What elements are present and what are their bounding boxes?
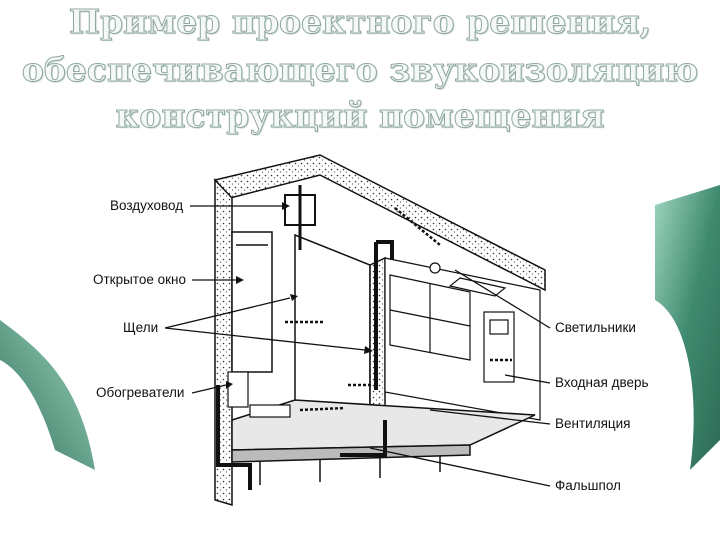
green-swoosh-right: [655, 185, 720, 470]
label-gaps: Щели: [123, 320, 159, 335]
title-line-2: обеспечивающего звукоизоляцию: [21, 50, 699, 90]
green-swoosh-left: [0, 320, 95, 470]
label-entrance-door: Входная дверь: [555, 375, 649, 390]
label-open-window: Открытое окно: [93, 272, 186, 287]
floor-vent-duct: [216, 385, 387, 490]
arrowheads: [226, 202, 373, 389]
label-lamps: Светильники: [555, 320, 636, 335]
title-line-3: конструкций помещения: [115, 96, 605, 136]
pointer-arrows: [164, 205, 551, 487]
air-duct: [284, 185, 394, 390]
title-line-1: Пример проектного решения,: [68, 2, 652, 42]
label-heaters: Обогреватели: [96, 385, 185, 400]
heater: [227, 371, 291, 418]
sound-flow-arrows: [285, 207, 512, 412]
label-ventilation: Вентиляция: [555, 416, 631, 431]
label-air-duct: Воздуховод: [110, 198, 184, 213]
label-raised-floor: Фальшпол: [555, 478, 621, 493]
